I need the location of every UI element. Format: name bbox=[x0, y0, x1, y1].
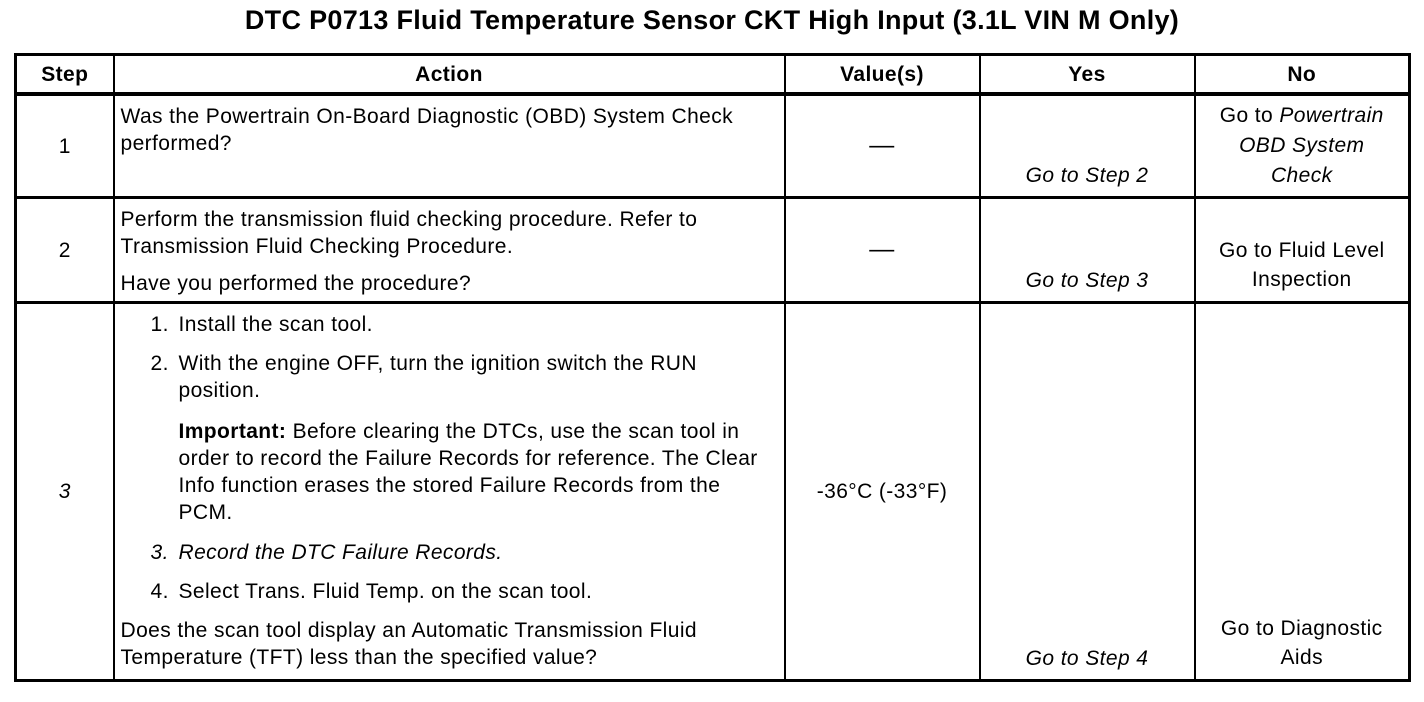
page-title: DTC P0713 Fluid Temperature Sensor CKT H… bbox=[244, 5, 1180, 35]
value-cell: — bbox=[783, 196, 981, 304]
action-text: Was the Powertrain On-Board Diagnostic (… bbox=[120, 105, 734, 155]
no-text: Go to Diagnostic bbox=[1220, 617, 1383, 640]
no-text-italic: Powertrain bbox=[1279, 104, 1384, 127]
list-item: 4. Select Trans. Fluid Temp. on the scan… bbox=[121, 578, 776, 605]
action-cell: Perform the transmission fluid checking … bbox=[112, 196, 786, 304]
yes-cell: Go to Step 4 bbox=[978, 301, 1196, 682]
no-text-italic: Check bbox=[1270, 164, 1333, 187]
no-cell: Go to Fluid Level Inspection bbox=[1193, 196, 1411, 304]
yes-text: Go to Step 2 bbox=[1025, 164, 1149, 187]
value-text: — bbox=[869, 131, 895, 159]
action-question: Have you performed the procedure? bbox=[120, 272, 472, 295]
header-row: Step Action Value(s) Yes No bbox=[14, 53, 1411, 96]
col-header-no: No bbox=[1193, 53, 1411, 96]
value-cell: — bbox=[783, 92, 981, 199]
no-text: Inspection bbox=[1251, 268, 1352, 291]
important-text: Before clearing the DTCs, use the scan t… bbox=[178, 420, 758, 524]
step-number: 2 bbox=[14, 196, 115, 304]
list-item-text: With the engine OFF, turn the ignition s… bbox=[178, 352, 697, 402]
yes-cell: Go to Step 2 bbox=[978, 92, 1196, 199]
list-item-number: 3. bbox=[150, 541, 169, 564]
step-number: 1 bbox=[14, 92, 115, 199]
value-text: -36°C (-33°F) bbox=[816, 480, 948, 503]
table-row-step-3: 3 1. Install the scan tool. 2. With the … bbox=[14, 301, 1411, 682]
no-text: Aids bbox=[1280, 646, 1323, 669]
value-cell: -36°C (-33°F) bbox=[783, 301, 981, 682]
action-text: Perform the transmission fluid checking … bbox=[120, 208, 698, 258]
list-item: 1. Install the scan tool. bbox=[121, 311, 776, 338]
list-item: 2. With the engine OFF, turn the ignitio… bbox=[121, 350, 776, 404]
no-cell: Go to Powertrain OBD System Check bbox=[1193, 92, 1411, 199]
col-header-step: Step bbox=[14, 53, 115, 96]
diagnostic-table: Step Action Value(s) Yes No 1 Was the Po… bbox=[14, 53, 1411, 682]
table-row-step-1: 1 Was the Powertrain On-Board Diagnostic… bbox=[14, 92, 1411, 199]
important-note: Important: Before clearing the DTCs, use… bbox=[179, 418, 770, 526]
list-item-text: Record the DTC Failure Records. bbox=[178, 541, 503, 564]
list-item-text: Install the scan tool. bbox=[178, 313, 373, 336]
yes-cell: Go to Step 3 bbox=[978, 196, 1196, 304]
list-item-number: 2. bbox=[150, 352, 169, 375]
no-cell: Go to Diagnostic Aids bbox=[1193, 301, 1411, 682]
no-text-italic: OBD System bbox=[1239, 134, 1365, 157]
list-item-number: 1. bbox=[150, 313, 169, 336]
no-text: Go to bbox=[1219, 104, 1280, 127]
table-row-step-2: 2 Perform the transmission fluid checkin… bbox=[14, 196, 1411, 304]
important-label: Important: bbox=[178, 420, 287, 443]
yes-text: Go to Step 3 bbox=[1025, 269, 1149, 292]
action-question: Does the scan tool display an Automatic … bbox=[120, 619, 697, 669]
col-header-yes: Yes bbox=[978, 53, 1196, 96]
value-text: — bbox=[869, 235, 895, 263]
list-item-number: 4. bbox=[150, 580, 169, 603]
action-cell: 1. Install the scan tool. 2. With the en… bbox=[112, 301, 786, 682]
no-text: Go to Fluid Level bbox=[1218, 239, 1385, 262]
yes-text: Go to Step 4 bbox=[1025, 647, 1149, 670]
step-number: 3 bbox=[14, 301, 115, 682]
list-item: 3. Record the DTC Failure Records. bbox=[121, 539, 776, 566]
col-header-values: Value(s) bbox=[783, 53, 981, 96]
list-item-text: Select Trans. Fluid Temp. on the scan to… bbox=[178, 580, 593, 603]
col-header-action: Action bbox=[112, 53, 786, 96]
action-cell: Was the Powertrain On-Board Diagnostic (… bbox=[112, 92, 786, 199]
